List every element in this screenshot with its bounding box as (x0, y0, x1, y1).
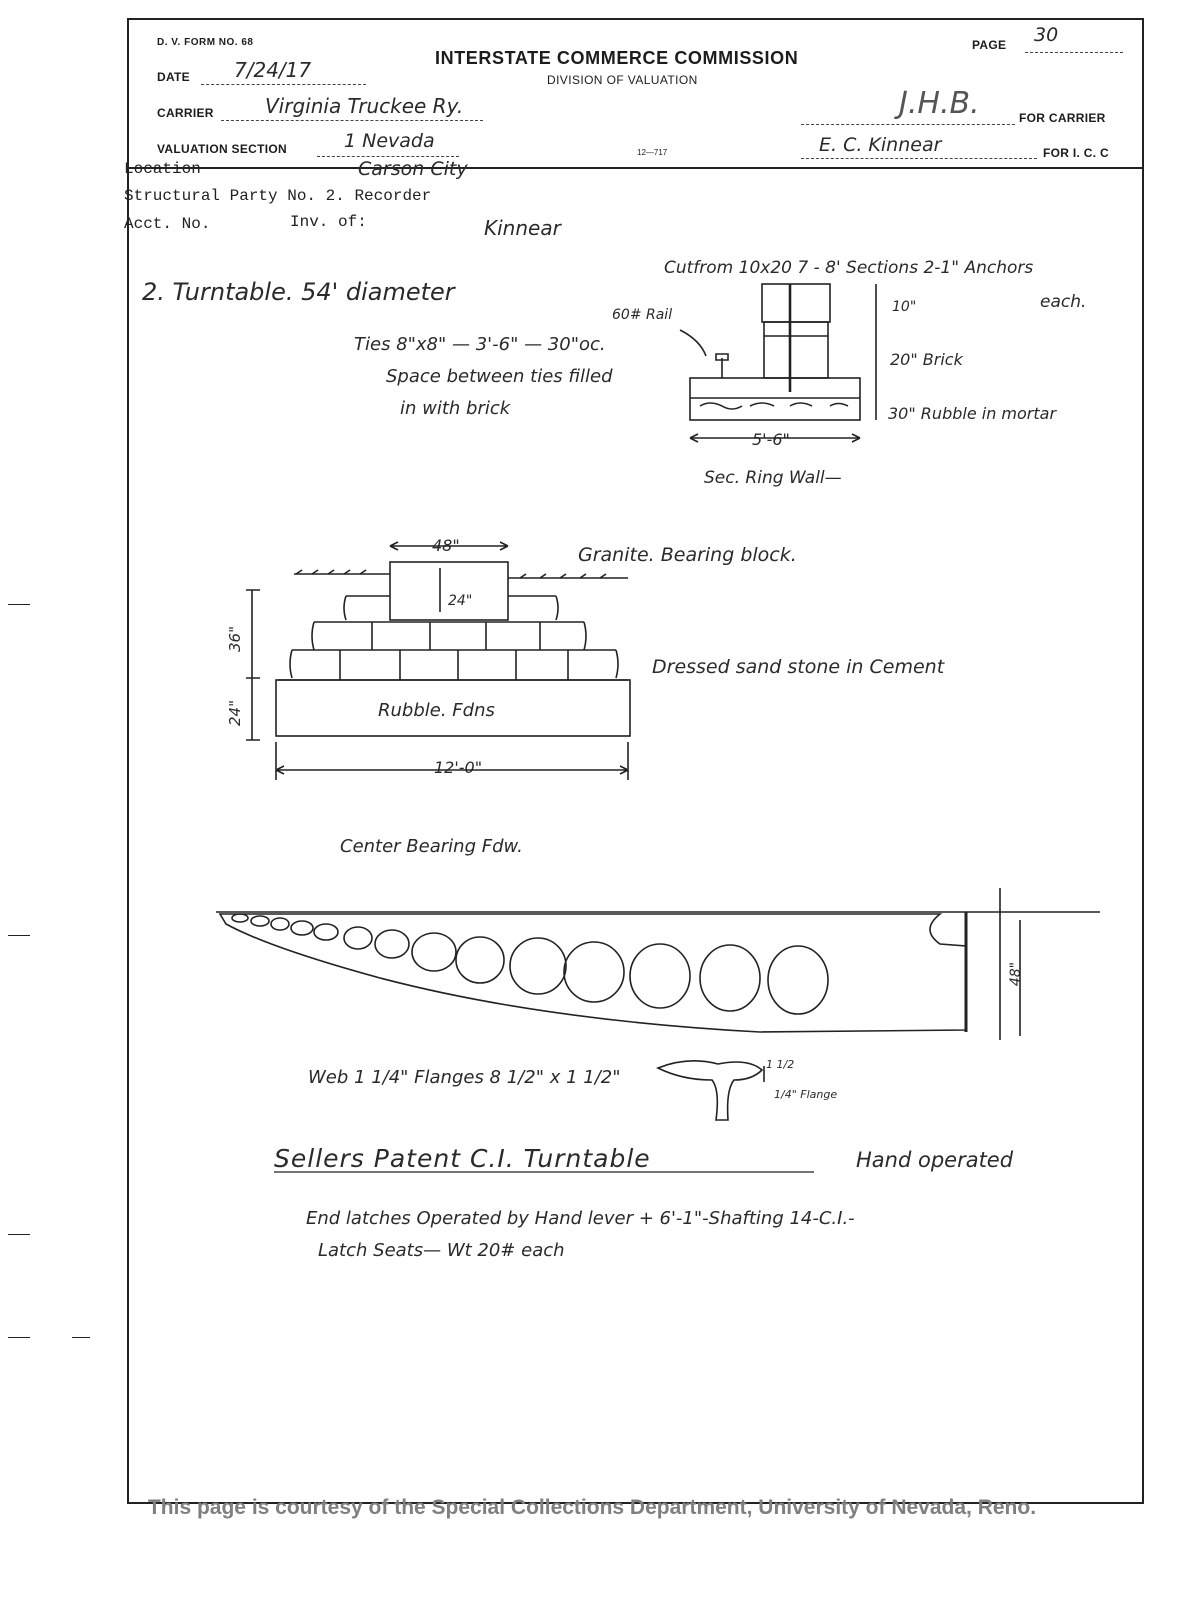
for-carrier-line (801, 124, 1015, 125)
ring-wall-caption: Sec. Ring Wall— (704, 468, 842, 488)
ring-wall-top-note-cont: each. (1040, 292, 1087, 312)
division-title: DIVISION OF VALUATION (547, 73, 698, 87)
section-dim-1: 1 1/2 (766, 1058, 795, 1071)
margin-mark (72, 1337, 90, 1338)
item-title: 2. Turntable. 54' diameter (142, 278, 455, 306)
for-carrier-label: FOR CARRIER (1019, 111, 1106, 125)
form-number: D. V. FORM NO. 68 (157, 37, 254, 48)
latches-note-line-2: Latch Seats— Wt 20# each (318, 1240, 565, 1261)
hand-operated-note: Hand operated (856, 1148, 1014, 1172)
margin-mark (8, 604, 30, 605)
carrier-value: Virginia Truckee Ry. (265, 94, 464, 118)
dressed-stone-label: Dressed sand stone in Cement (652, 656, 945, 678)
date-label: DATE (157, 70, 190, 84)
valuation-line (317, 156, 459, 157)
section-dim-2: 1/4" Flange (774, 1088, 838, 1101)
rail-section-sketch (656, 1060, 765, 1121)
bearing-base-width: 12'-0" (434, 758, 483, 777)
brick-label: 20" Brick (890, 350, 963, 369)
page-line (1025, 52, 1123, 53)
carrier-label: CARRIER (157, 106, 214, 120)
courtesy-footer: This page is courtesy of the Special Col… (147, 1496, 1037, 1519)
ring-wall-width: 5'-6" (752, 430, 790, 449)
latches-note-line-1: End latches Operated by Hand lever + 6'-… (306, 1208, 855, 1229)
margin-mark (8, 935, 30, 936)
for-icc-signature: E. C. Kinnear (819, 134, 942, 156)
bearing-block-height: 24" (448, 593, 473, 609)
header-rule (129, 167, 1142, 169)
acct-no-label: Acct. No. (124, 215, 211, 233)
date-line (201, 84, 366, 85)
structural-party-label: Structural Party No. 2. Recorder (124, 187, 432, 205)
inv-of-label: Inv. of: (290, 213, 367, 231)
for-icc-line (801, 158, 1037, 159)
rubble-mortar-label: 30" Rubble in mortar (888, 404, 1057, 423)
center-bearing-caption: Center Bearing Fdw. (340, 836, 523, 857)
valuation-form: D. V. FORM NO. 68 INTERSTATE COMMERCE CO… (127, 18, 1144, 1504)
rail-label: 60# Rail (612, 307, 673, 323)
valuation-section-label: VALUATION SECTION (157, 142, 287, 156)
margin-mark (8, 1337, 30, 1338)
sellers-patent-note: Sellers Patent C.I. Turntable (274, 1144, 651, 1173)
recorder-value: Kinnear (484, 216, 561, 240)
web-flanges-label: Web 1 1/4" Flanges 8 1/2" x 1 1/2" (308, 1067, 621, 1088)
for-carrier-signature: J.H.B. (899, 86, 980, 121)
center-bearing-sketch (246, 541, 631, 780)
date-value: 7/24/17 (234, 58, 312, 82)
valuation-section-value: 1 Nevada (344, 130, 435, 152)
ring-wall-dim-10: 10" (892, 299, 917, 315)
ties-note-1: Space between ties filled (386, 366, 613, 387)
ties-note-2: in with brick (400, 398, 511, 419)
commission-title: INTERSTATE COMMERCE COMMISSION (435, 48, 799, 68)
page-label: PAGE (972, 38, 1007, 52)
ring-wall-sketch (679, 283, 877, 443)
girder-sketch (216, 888, 1100, 1040)
ties-label: Ties 8"x8" — 3'-6" — 30"oc. (354, 334, 606, 355)
page-value: 30 (1034, 24, 1059, 46)
carrier-line (221, 120, 483, 121)
rubble-foundation-label: Rubble. Fdns (378, 700, 495, 721)
form-code: 12—717 (637, 148, 668, 157)
ring-wall-top-note: Cutfrom 10x20 7 - 8' Sections 2-1" Ancho… (664, 258, 1034, 278)
location-value: Carson City (358, 158, 468, 180)
location-label: Location (124, 160, 201, 178)
granite-label: Granite. Bearing block. (578, 544, 797, 566)
margin-mark (8, 1234, 30, 1235)
for-icc-label: FOR I. C. C (1043, 146, 1109, 160)
